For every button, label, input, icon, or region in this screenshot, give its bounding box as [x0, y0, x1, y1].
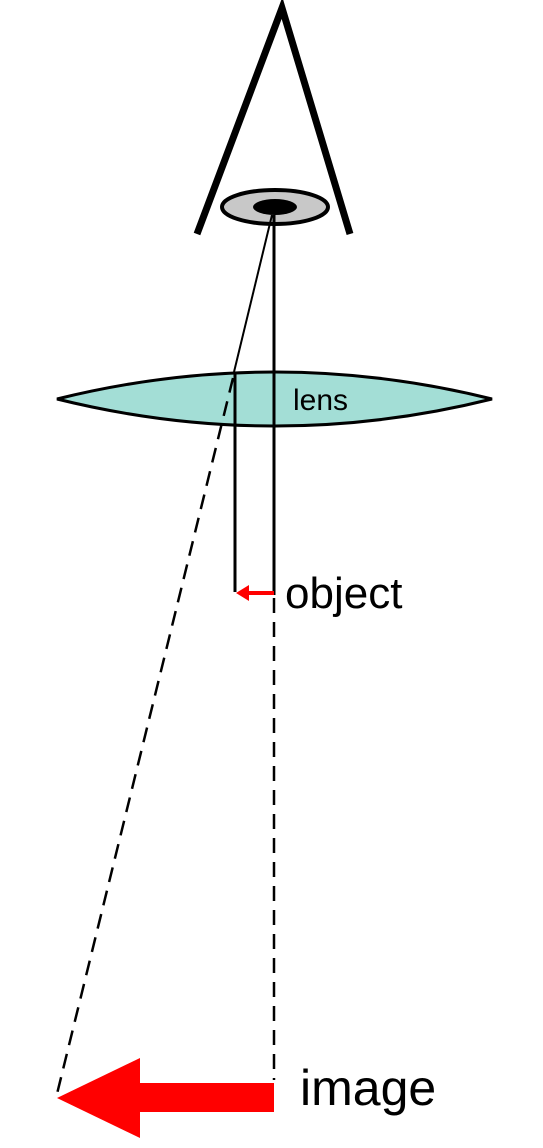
virtual-ray-to-image-tip — [54, 377, 235, 1099]
ray-to-object-tip — [233, 214, 273, 373]
eye-icon — [193, 0, 354, 236]
image-arrow-icon — [57, 1058, 274, 1138]
lens-label: lens — [293, 384, 348, 417]
object-label: object — [285, 569, 402, 618]
eye-pupil — [253, 199, 297, 215]
image-label: image — [300, 1060, 436, 1116]
object-arrow-icon — [236, 585, 274, 601]
eye-outline — [193, 0, 354, 236]
